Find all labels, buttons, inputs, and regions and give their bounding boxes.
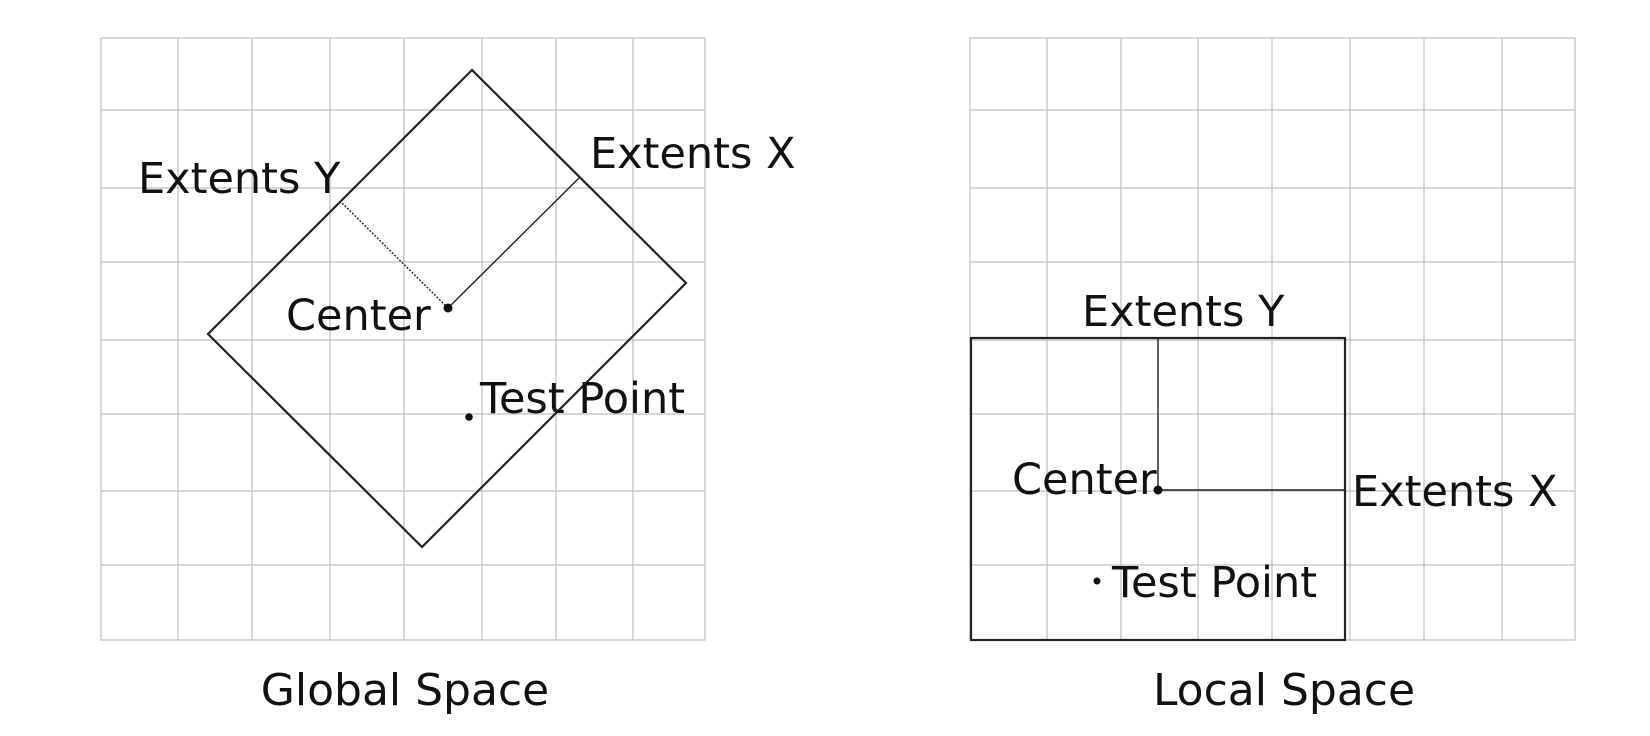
global-label-test-point: Test Point [479, 374, 685, 424]
local-label-test-point: Test Point [1111, 558, 1317, 608]
global-center-point [443, 303, 453, 313]
local-center-point [1153, 485, 1163, 495]
local-label-extents-y: Extents Y [1082, 287, 1285, 337]
local-space-panel: Extents Y Extents X Center Test Point Lo… [969, 37, 1576, 716]
local-label-center: Center [1012, 455, 1157, 505]
global-space-caption: Global Space [261, 665, 549, 716]
local-label-extents-x: Extents X [1352, 467, 1558, 517]
global-label-extents-x: Extents X [590, 129, 796, 179]
global-label-extents-y: Extents Y [138, 154, 341, 204]
local-space-caption: Local Space [1153, 665, 1415, 716]
global-extent-y-line [339, 200, 449, 309]
global-space-panel: Extents Y Extents X Center Test Point Gl… [100, 37, 796, 716]
global-label-center: Center [286, 291, 431, 341]
local-test-point [1093, 577, 1101, 585]
global-oriented-box [206, 68, 688, 549]
global-test-point [465, 413, 473, 421]
global-extent-x-line [447, 176, 581, 309]
global-grid-frame [100, 37, 706, 641]
